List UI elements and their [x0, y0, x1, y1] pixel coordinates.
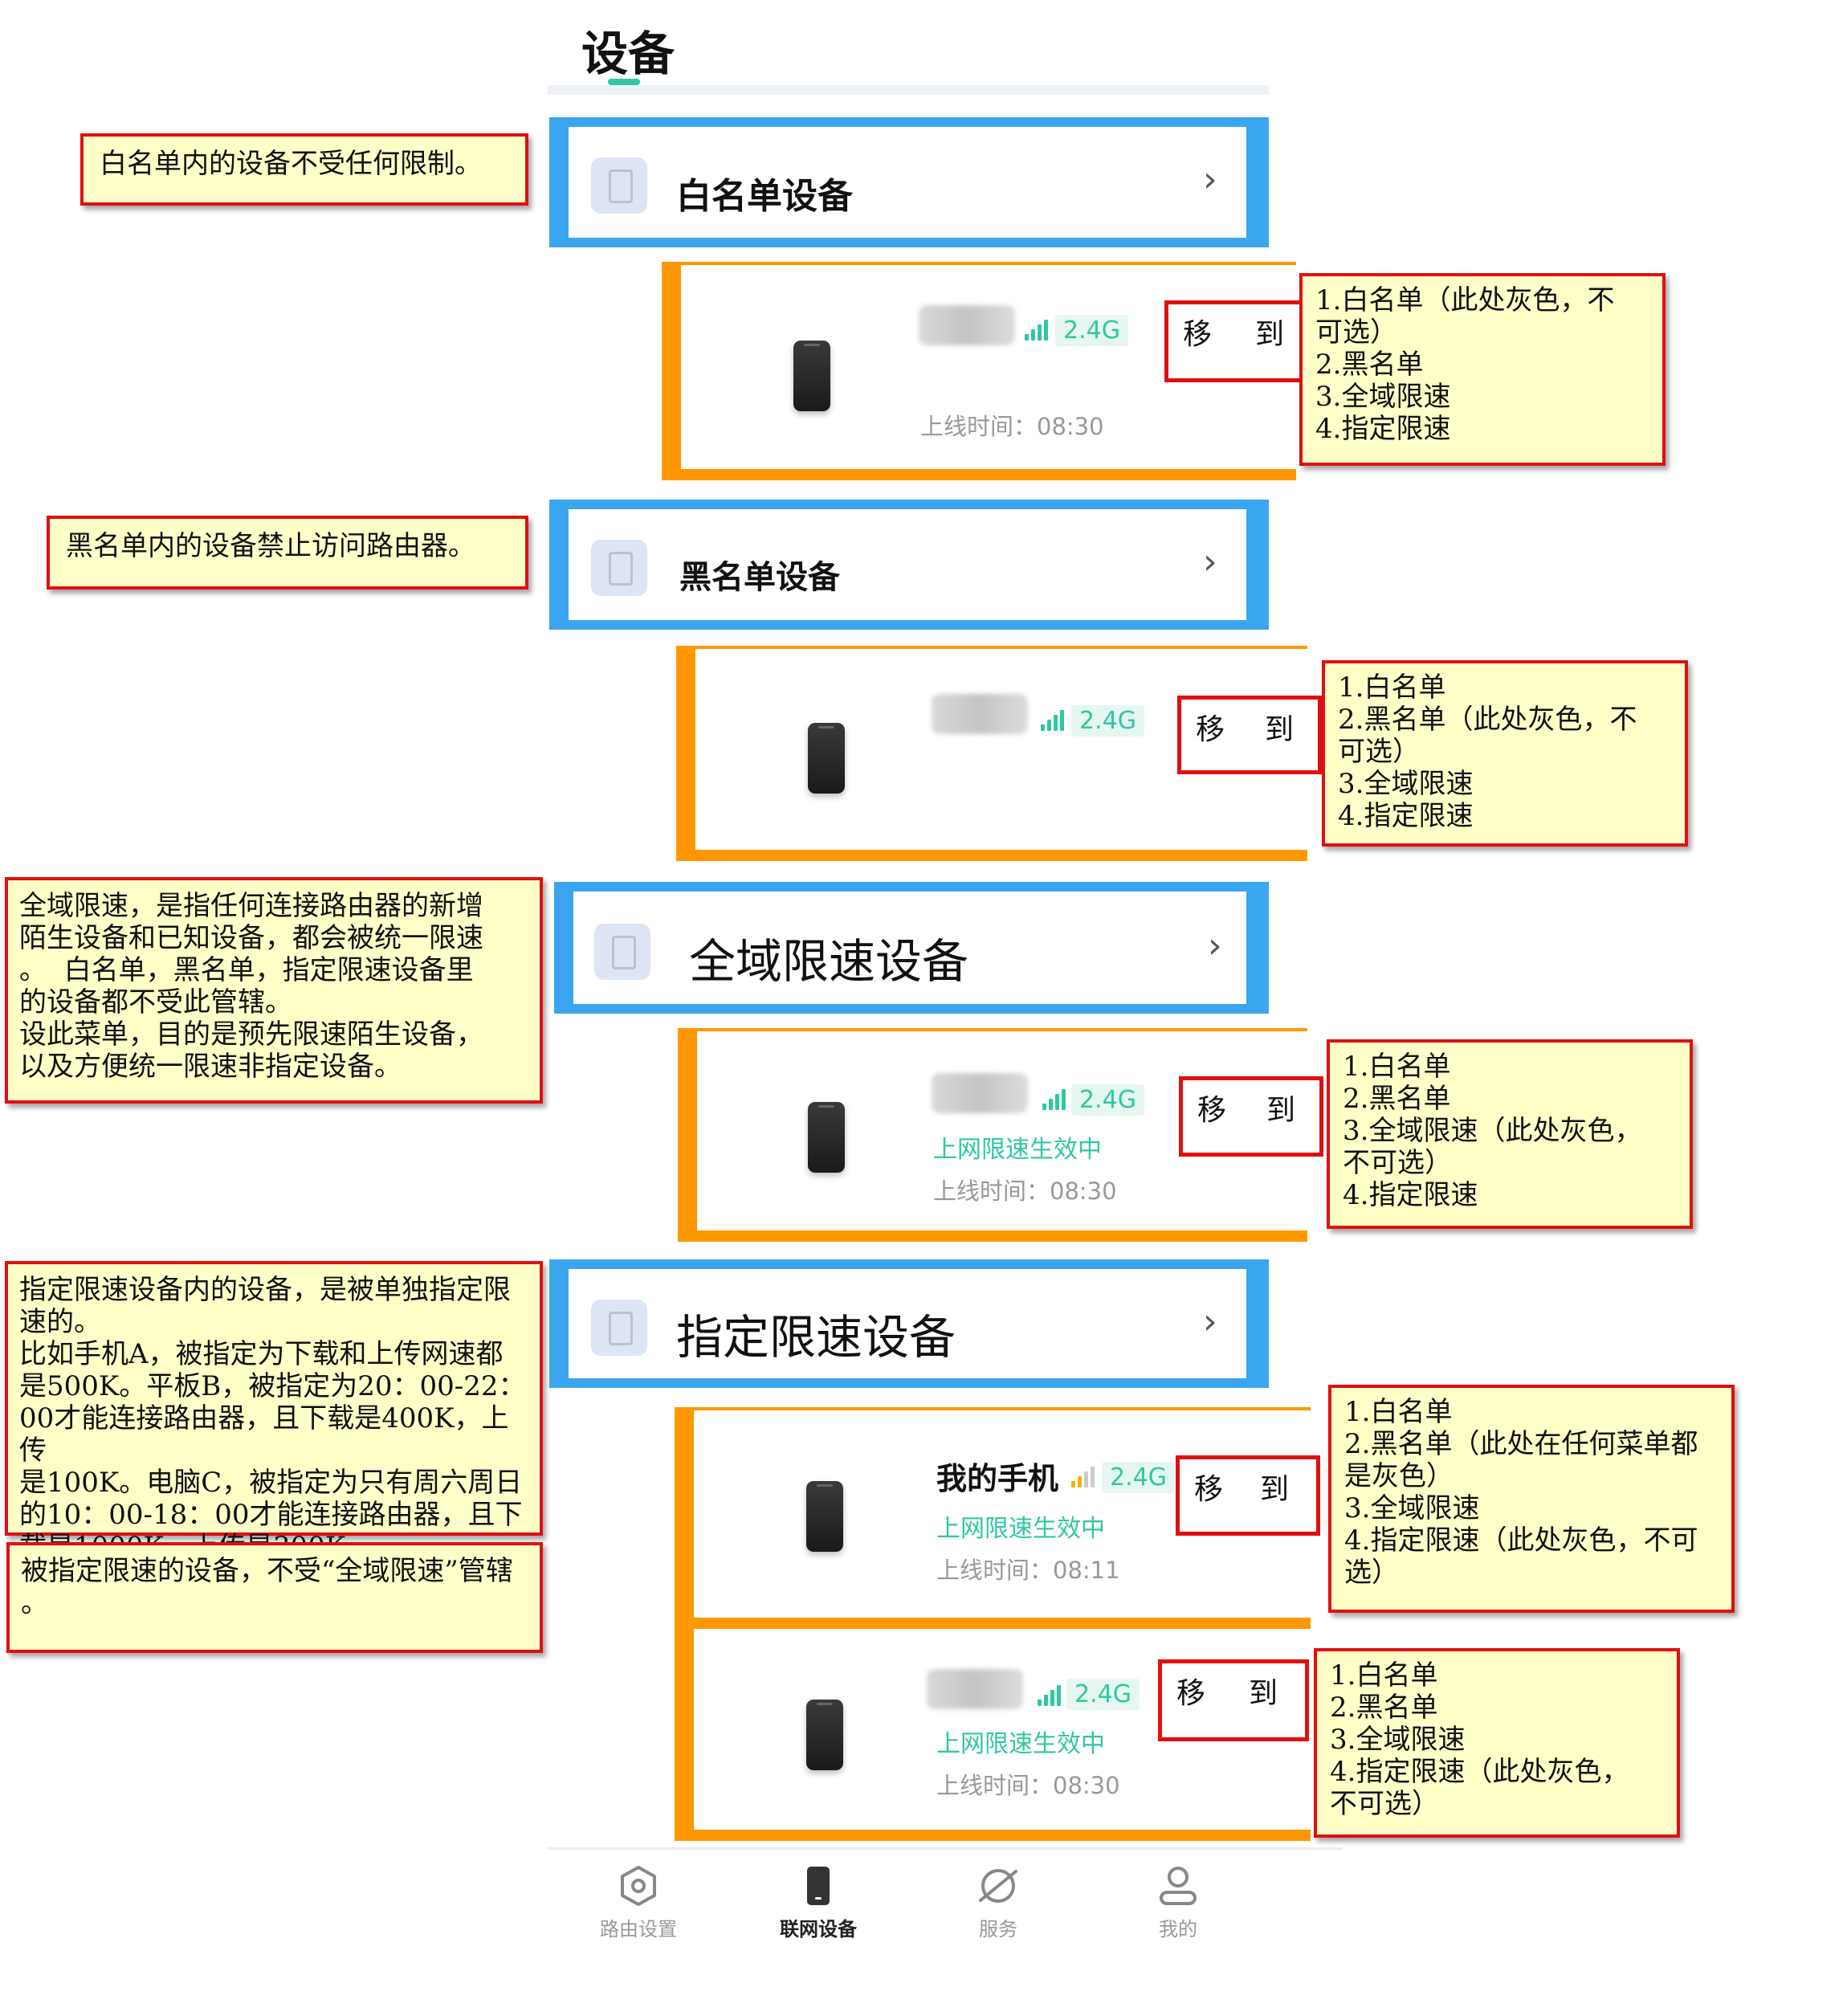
device-card[interactable]: 2.4G 移 到 [676, 646, 1322, 861]
device-card[interactable]: 我的手机 2.4G 上网限速生效中 上线时间：08:11 移 到 [675, 1407, 1320, 1629]
annotation-text: 白名单内的设备不受任何限制。 [100, 148, 482, 180]
device-name-blurred [932, 1073, 1028, 1113]
signal-icon [1042, 1089, 1066, 1110]
move-to-button[interactable]: 移 到 [1176, 1455, 1320, 1536]
annotation-text: 被指定限速的设备，不受“全域限速”管辖 。 [21, 1555, 513, 1619]
header-divider [548, 85, 1269, 95]
category-label: 黑名单设备 [679, 559, 840, 596]
device-name: 我的手机 [936, 1461, 1059, 1496]
annotation-designated-limit: 指定限速设备内的设备，是被单独指定限 速的。 比如手机A，被指定为下载和上传网速… [5, 1261, 543, 1563]
band-badge: 2.4G [1102, 1462, 1175, 1493]
device-category-icon [591, 1300, 647, 1356]
annotation-move-options: 1.白名单 2.黑名单 3.全域限速 4.指定限速（此处灰色， 不可选） [1314, 1648, 1680, 1838]
band-badge: 2.4G [1055, 315, 1128, 346]
device-name-blurred [927, 1669, 1023, 1709]
online-time: 上线时间：08:30 [936, 1772, 1120, 1799]
chevron-right-icon: › [1203, 1301, 1217, 1342]
chevron-right-icon: › [1203, 541, 1217, 582]
device-card[interactable]: 2.4G 上线时间：08:30 移 到 [662, 262, 1309, 480]
category-whitelist[interactable]: 白名单设备 › [549, 117, 1269, 247]
annotation-global-limit: 全域限速，是指任何连接路由器的新增 陌生设备和已知设备，都会被统一限速 。 白名… [5, 877, 543, 1104]
annotation-move-options: 1.白名单 2.黑名单（此处在任何菜单都 是灰色） 3.全域限速 4.指定限速（… [1328, 1385, 1735, 1613]
signal-icon [1025, 320, 1049, 341]
person-icon [1160, 1867, 1197, 1905]
hexagon-settings-icon [621, 1866, 656, 1906]
category-label: 全域限速设备 [689, 934, 969, 989]
device-name-blurred [932, 694, 1028, 734]
device-name-blurred [919, 305, 1015, 345]
page-title: 设备 [581, 27, 675, 81]
phone-icon [808, 1102, 845, 1173]
move-label-char: 移 [1197, 1094, 1227, 1127]
speed-limit-status: 上网限速生效中 [933, 1136, 1102, 1164]
band-badge: 2.4G [1071, 705, 1144, 737]
device-card[interactable]: 2.4G 上网限速生效中 上线时间：08:30 移 到 [675, 1626, 1311, 1841]
category-label: 指定限速设备 [676, 1310, 956, 1365]
move-label-char: 移 [1196, 713, 1225, 746]
move-to-button[interactable]: 移 到 [1179, 1076, 1323, 1157]
move-label-char: 到 [1260, 1473, 1290, 1506]
move-label-char: 移 [1176, 1677, 1206, 1710]
nav-label: 联网设备 [780, 1918, 857, 1941]
online-time: 上线时间：08:30 [920, 413, 1104, 440]
device-category-icon [591, 157, 647, 214]
signal-icon [1071, 1467, 1095, 1488]
band-badge: 2.4G [1071, 1084, 1144, 1116]
annotation-text: 1.白名单（此处灰色，不 可选） 2.黑名单 3.全域限速 4.指定限速 [1315, 284, 1615, 445]
nav-label: 服务 [979, 1918, 1017, 1941]
online-time: 上线时间：08:30 [933, 1177, 1117, 1205]
category-global-limit[interactable]: 全域限速设备 › [554, 882, 1269, 1014]
phone-icon [806, 1700, 843, 1770]
signal-icon [1038, 1685, 1062, 1706]
annotation-text: 1.白名单 2.黑名单（此处在任何菜单都 是灰色） 3.全域限速 4.指定限速（… [1344, 1396, 1698, 1589]
annotation-whitelist: 白名单内的设备不受任何限制。 [80, 133, 528, 206]
phone-icon [806, 1481, 843, 1552]
device-phone-icon [807, 1867, 830, 1905]
nav-label: 我的 [1159, 1918, 1197, 1941]
category-blacklist[interactable]: 黑名单设备 › [549, 500, 1269, 630]
bottom-nav-divider [548, 1847, 1343, 1850]
band-badge: 2.4G [1066, 1679, 1140, 1710]
annotation-text: 1.白名单 2.黑名单 3.全域限速（此处灰色， 不可选） 4.指定限速 [1343, 1051, 1642, 1211]
category-label: 白名单设备 [676, 176, 853, 217]
device-card[interactable]: 2.4G 上网限速生效中 上线时间：08:30 移 到 [678, 1028, 1323, 1242]
annotation-text: 指定限速设备内的设备，是被单独指定限 速的。 比如手机A，被指定为下载和上传网速… [19, 1274, 526, 1563]
move-to-button[interactable]: 移 到 [1177, 696, 1322, 774]
move-label-char: 移 [1183, 318, 1213, 351]
nav-router-settings[interactable]: 路由设置 [578, 1863, 699, 1941]
chevron-right-icon: › [1208, 925, 1222, 966]
move-label-char: 到 [1249, 1677, 1278, 1710]
category-designated-limit[interactable]: 指定限速设备 › [549, 1259, 1269, 1388]
signal-icon [1041, 710, 1065, 731]
device-category-icon [594, 924, 650, 980]
annotation-move-options: 1.白名单 2.黑名单 3.全域限速（此处灰色， 不可选） 4.指定限速 [1327, 1039, 1693, 1229]
annotation-text: 黑名单内的设备禁止访问路由器。 [66, 530, 475, 562]
phone-icon [808, 723, 845, 794]
online-time: 上线时间：08:11 [936, 1557, 1120, 1584]
nav-mine[interactable]: 我的 [1118, 1863, 1238, 1941]
annotation-text: 1.白名单 2.黑名单（此处灰色，不 可选） 3.全域限速 4.指定限速 [1338, 671, 1637, 832]
speed-limit-status: 上网限速生效中 [936, 1515, 1105, 1543]
nav-label: 路由设置 [600, 1918, 677, 1941]
annotation-text: 全域限速，是指任何连接路由器的新增 陌生设备和已知设备，都会被统一限速 。 白名… [19, 890, 483, 1083]
move-label-char: 到 [1266, 1094, 1296, 1127]
device-category-icon [591, 540, 647, 596]
annotation-text: 1.白名单 2.黑名单 3.全域限速 4.指定限速（此处灰色， 不可选） [1330, 1659, 1629, 1820]
nav-service[interactable]: 服务 [938, 1863, 1058, 1941]
move-label-char: 移 [1194, 1473, 1224, 1506]
move-to-button[interactable]: 移 到 [1158, 1659, 1309, 1741]
move-label-char: 到 [1255, 318, 1285, 351]
speed-limit-status: 上网限速生效中 [936, 1730, 1105, 1758]
planet-icon [979, 1869, 1017, 1903]
annotation-blacklist: 黑名单内的设备禁止访问路由器。 [47, 516, 528, 590]
nav-connected-devices[interactable]: 联网设备 [758, 1863, 879, 1941]
annotation-designated-note: 被指定限速的设备，不受“全域限速”管辖 。 [6, 1542, 543, 1653]
tab-underline [608, 79, 640, 85]
phone-icon [793, 341, 830, 411]
annotation-move-options: 1.白名单（此处灰色，不 可选） 2.黑名单 3.全域限速 4.指定限速 [1299, 273, 1666, 466]
move-label-char: 到 [1265, 713, 1295, 746]
move-to-button[interactable]: 移 到 [1164, 300, 1309, 382]
annotation-move-options: 1.白名单 2.黑名单（此处灰色，不 可选） 3.全域限速 4.指定限速 [1322, 660, 1688, 847]
chevron-right-icon: › [1203, 159, 1217, 200]
